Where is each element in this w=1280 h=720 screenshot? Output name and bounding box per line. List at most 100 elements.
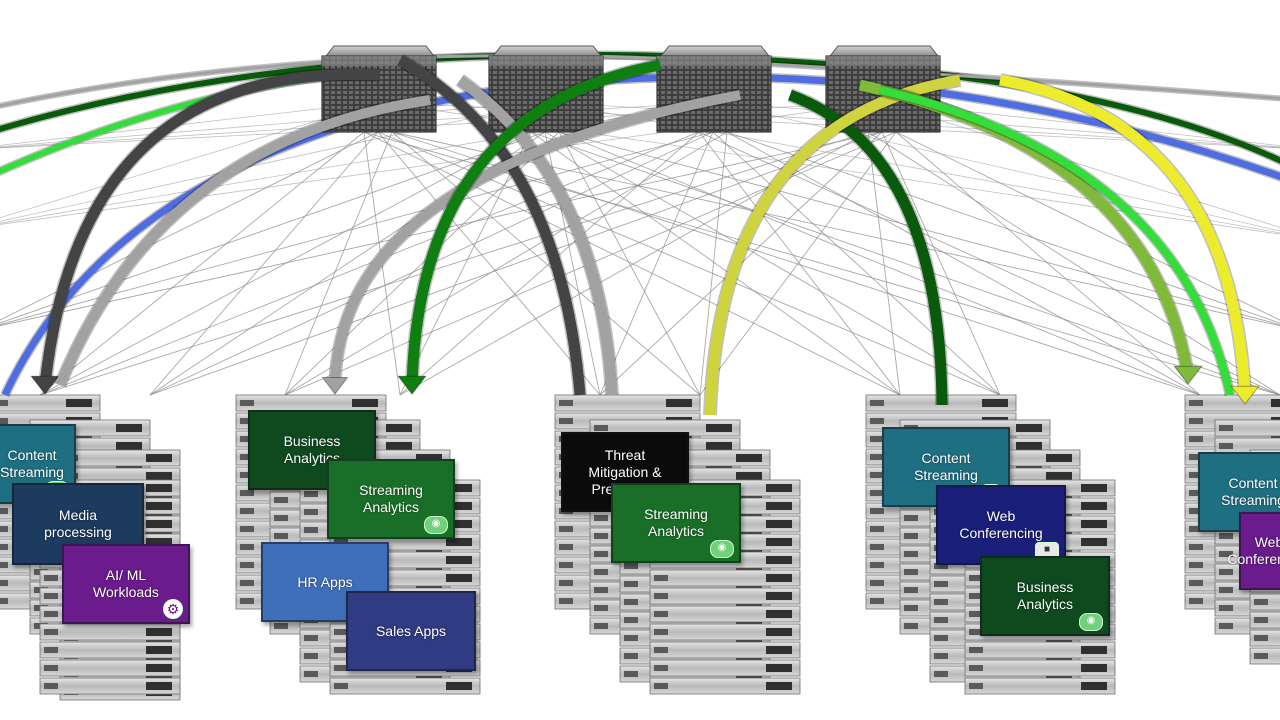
- server-port: [274, 533, 288, 539]
- switch-bezel: [826, 56, 940, 66]
- server-port: [870, 472, 884, 478]
- mesh-link: [39, 131, 532, 396]
- server-drive-bay: [766, 628, 792, 636]
- server-drive-bay: [146, 664, 172, 672]
- server-port: [870, 508, 884, 514]
- flow-arrow-darkgreen-rack4: [787, 88, 949, 406]
- flow-arrow-gray-rack1: [53, 93, 431, 388]
- server-port: [304, 509, 318, 515]
- server-port: [304, 653, 318, 659]
- server-port: [240, 472, 254, 478]
- server-port: [969, 629, 983, 635]
- workload-card: Streaming Analytics◉: [611, 483, 741, 563]
- server-port: [624, 563, 638, 569]
- mesh-link: [399, 131, 700, 396]
- server-port: [240, 544, 254, 550]
- mesh-link: [699, 131, 897, 396]
- server-port: [1189, 490, 1203, 496]
- server-port: [934, 581, 948, 587]
- workload-card-label: Media processing: [44, 507, 112, 540]
- server-unit: [649, 605, 801, 623]
- server-port: [870, 562, 884, 568]
- server-port: [934, 599, 948, 605]
- server-port: [0, 580, 8, 586]
- server-drive-bay: [766, 502, 792, 510]
- mesh-link: [726, 131, 1280, 324]
- server-port: [904, 515, 918, 521]
- server-drive-bay: [446, 538, 472, 546]
- workload-card-label: Business Analytics: [1016, 579, 1074, 612]
- server-drive-bay: [1016, 442, 1042, 450]
- mesh-link: [363, 131, 901, 396]
- mesh-link: [699, 131, 728, 396]
- mesh-link: [530, 131, 1280, 396]
- server-drive-bay: [766, 538, 792, 546]
- server-unit: [329, 677, 481, 695]
- server-port: [654, 593, 668, 599]
- server-drive-bay: [982, 399, 1008, 407]
- workload-card-label: Web Conferencing: [1227, 534, 1280, 567]
- server-unit: [964, 677, 1116, 695]
- arrowhead: [30, 375, 60, 395]
- server-port: [624, 635, 638, 641]
- server-unit: [554, 394, 701, 412]
- server-port: [594, 425, 608, 431]
- server-port: [870, 454, 884, 460]
- server-drive-bay: [352, 399, 378, 407]
- server-port: [1219, 425, 1233, 431]
- workload-card-label: Streaming Analytics: [644, 506, 708, 539]
- server-port: [1219, 443, 1233, 449]
- server-port: [594, 605, 608, 611]
- workload-card-label: AI/ ML Workloads: [93, 567, 159, 600]
- server-port: [1189, 598, 1203, 604]
- server-port: [44, 575, 58, 581]
- workload-card: Business Analytics ◉: [980, 556, 1110, 636]
- server-port: [1189, 544, 1203, 550]
- server-drive-bay: [766, 556, 792, 564]
- server-port: [559, 526, 573, 532]
- server-port: [904, 551, 918, 557]
- mesh-link: [377, 131, 601, 396]
- server-port: [1189, 580, 1203, 586]
- mesh-link: [284, 131, 393, 396]
- server-port: [240, 598, 254, 604]
- switch-bezel: [489, 56, 603, 66]
- server-drive-bay: [146, 682, 172, 690]
- server-port: [870, 490, 884, 496]
- server-drive-bay: [1046, 472, 1072, 480]
- server-port: [904, 605, 918, 611]
- server-port: [334, 683, 348, 689]
- server-drive-bay: [446, 520, 472, 528]
- server-port: [0, 544, 8, 550]
- server-port: [44, 683, 58, 689]
- server-unit: [39, 623, 181, 641]
- server-port: [1254, 599, 1268, 605]
- server-unit: [39, 677, 181, 695]
- workload-card-label: Content Streaming: [0, 447, 64, 480]
- server-port: [594, 551, 608, 557]
- server-port: [0, 400, 8, 406]
- server-port: [624, 599, 638, 605]
- server-port: [334, 629, 348, 635]
- mesh-link: [391, 131, 701, 396]
- server-port: [624, 617, 638, 623]
- flow-arrow-green-to-rack2: [397, 58, 662, 395]
- server-port: [274, 623, 288, 629]
- server-port: [594, 533, 608, 539]
- server-port: [1189, 400, 1203, 406]
- server-drive-bay: [146, 454, 172, 462]
- server-port: [969, 593, 983, 599]
- server-port: [1189, 436, 1203, 442]
- server-port: [559, 598, 573, 604]
- server-drive-bay: [1081, 520, 1107, 528]
- server-port: [240, 490, 254, 496]
- eye-icon: ◉: [1079, 613, 1103, 631]
- server-port: [240, 436, 254, 442]
- arrowhead: [321, 377, 349, 395]
- server-port: [624, 671, 638, 677]
- server-port: [44, 629, 58, 635]
- server-drive-bay: [1081, 646, 1107, 654]
- server-port: [1189, 508, 1203, 514]
- workload-card-label: Sales Apps: [375, 622, 447, 639]
- server-drive-bay: [1081, 538, 1107, 546]
